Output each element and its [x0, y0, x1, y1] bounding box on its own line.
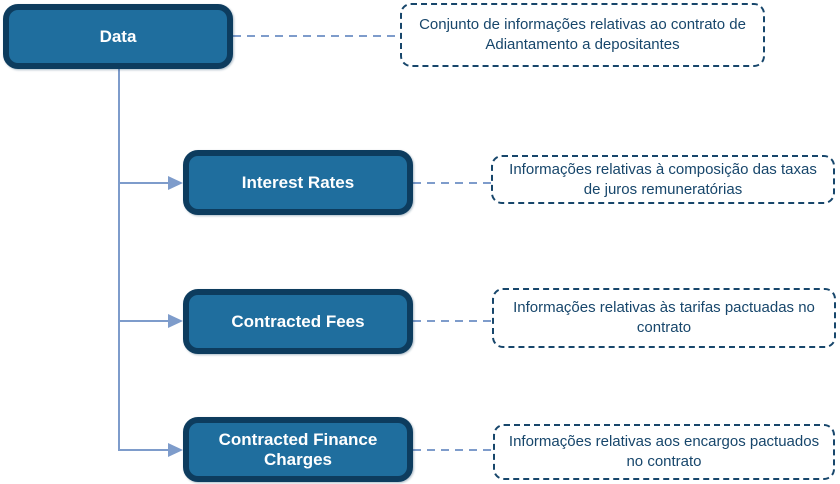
annotation-text: Informações relativas à composição das t…	[509, 160, 817, 198]
arrow-right-icon	[168, 314, 183, 328]
node-contracted-fees: Contracted Fees	[183, 289, 413, 354]
annotation-interest-rates: Informações relativas à composição das t…	[491, 155, 835, 204]
annotation-root-data: Conjunto de informações relativas ao con…	[400, 3, 765, 67]
node-label: Contracted Finance Charges	[218, 429, 378, 469]
branch-line-contracted-fees	[118, 320, 170, 322]
arrow-right-icon	[168, 443, 183, 457]
dashed-connector-root	[233, 35, 400, 37]
branch-line-interest-rates	[118, 182, 170, 184]
annotation-text: Informações relativas às tarifas pactuad…	[513, 299, 815, 336]
dashed-connector-interest-rates	[413, 182, 491, 184]
node-label: Contracted Fees	[231, 311, 365, 331]
arrow-right-icon	[168, 176, 183, 190]
annotation-contracted-fees: Informações relativas às tarifas pactuad…	[492, 288, 836, 348]
node-label: Interest Rates	[241, 172, 355, 192]
branch-line-contracted-finance-charges	[118, 449, 170, 451]
annotation-text: Informações relativas aos encargos pactu…	[508, 433, 820, 470]
node-label: Data	[99, 26, 137, 46]
annotation-text: Conjunto de informações relativas ao con…	[419, 16, 746, 53]
node-root-data: Data	[3, 4, 233, 69]
node-contracted-finance-charges: Contracted Finance Charges	[183, 417, 413, 482]
annotation-contracted-finance-charges: Informações relativas aos encargos pactu…	[493, 424, 835, 480]
dashed-connector-contracted-finance-charges	[413, 449, 493, 451]
node-interest-rates: Interest Rates	[183, 150, 413, 215]
tree-vertical-line	[118, 69, 120, 451]
dashed-connector-contracted-fees	[413, 320, 492, 322]
